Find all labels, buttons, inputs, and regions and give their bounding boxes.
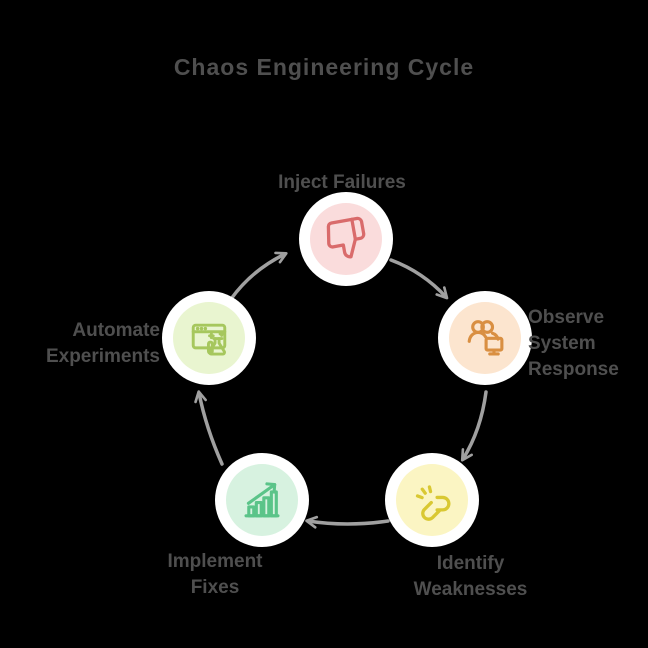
label-inject-failures: Inject Failures xyxy=(278,172,406,193)
connector-bottom-right-to-bottom-left xyxy=(305,515,390,529)
thumbs-down-icon xyxy=(326,216,366,259)
growth-chart-icon xyxy=(244,482,280,518)
browser-flask-icon xyxy=(191,323,227,356)
connector-right-to-bottom-right xyxy=(460,390,488,462)
team-monitor-icon xyxy=(467,320,504,356)
label-identify-weaknesses: Identify Weaknesses xyxy=(413,553,528,600)
node-observe-system-response xyxy=(449,302,521,374)
node-implement-fixes xyxy=(226,464,298,536)
diagram-title: Chaos Engineering Cycle xyxy=(173,54,475,80)
node-inject-failures xyxy=(310,203,382,275)
label-automate-experiments: Automate Experiments xyxy=(45,320,160,367)
broken-link-icon xyxy=(415,485,451,521)
connector-bottom-left-to-left xyxy=(194,390,224,466)
connector-top-to-right xyxy=(389,258,449,300)
node-identify-weaknesses xyxy=(396,464,468,536)
connector-left-to-top xyxy=(229,251,288,301)
label-observe-system-response: Observe System Response xyxy=(528,307,619,380)
node-automate-experiments xyxy=(173,302,245,374)
label-implement-fixes: Implement Fixes xyxy=(167,551,263,598)
